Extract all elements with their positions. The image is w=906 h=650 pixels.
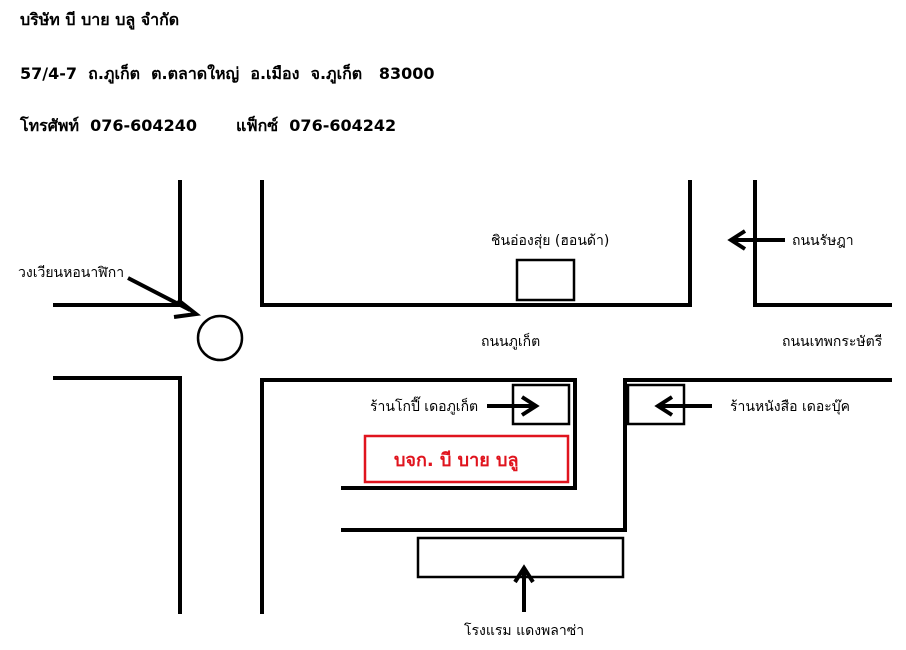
label-roundabout: วงเวียนหอนาฬิกา [18, 265, 124, 281]
roundabout-circle [196, 314, 244, 362]
arrows [127, 229, 785, 612]
fax-label: แฟ็กซ์ [235, 116, 279, 135]
phone-number: 076-604240 [90, 116, 197, 135]
company-name: บริษัท บี บาย บลู จำกัด [20, 10, 180, 29]
label-road-thepkrasattri: ถนนเทพกระษัตรี [782, 334, 883, 350]
fax-number: 076-604242 [289, 116, 397, 135]
arrow-roundabout [127, 276, 201, 319]
road-ratsada-east-edge [753, 180, 892, 307]
phone-fax-line: โทรศัพท์ 076-604240 แฟ็กซ์ 076-604242 [20, 114, 396, 139]
arrow-ratsada [727, 229, 785, 251]
arrow-shop-cobbler [487, 395, 540, 417]
label-hotel: โรงแรม แดงพลาซ่า [464, 622, 584, 639]
label-company: บจก. บี บาย บลู [394, 450, 518, 472]
label-road-phuket: ถนนภูเก็ต [481, 332, 540, 350]
road-right-lower [341, 378, 892, 532]
company-box [363, 434, 570, 484]
label-bookshop: ร้านหนังสือ เดอะบุ๊ค [730, 399, 850, 415]
label-shop-cobbler: ร้านโกปี๊ เดอภูเก็ต [370, 396, 478, 415]
arrow-hotel [513, 564, 535, 612]
phone-label: โทรศัพท์ [20, 116, 79, 135]
address-line: 57/4-7 ถ.ภูเก็ต ต.ตลาดใหญ่ อ.เมือง จ.ภูเ… [20, 64, 435, 83]
road-phuket-north-edge [260, 180, 692, 307]
cinema-building [515, 258, 576, 302]
roads [53, 180, 892, 614]
label-road-ratsada: ถนนรัษฎา [792, 233, 854, 249]
label-cinema: ชินอ่องสุ่ย (ฮอนด้า) [491, 233, 609, 249]
arrow-bookshop [654, 395, 712, 417]
road-center-lower [260, 378, 577, 614]
road-left-lower [53, 376, 182, 614]
